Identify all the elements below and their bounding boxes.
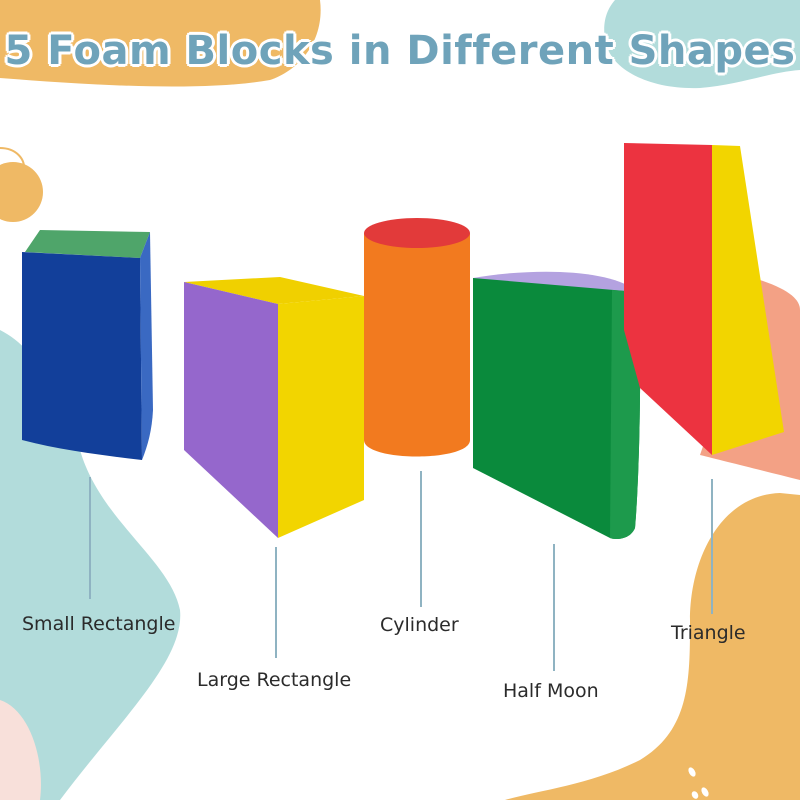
orange-ring-arc [0, 147, 26, 173]
orange-dot-left [0, 162, 43, 222]
leader-line-small-rectangle [89, 477, 91, 599]
pink-blob-bottom-left [0, 700, 41, 800]
label-cylinder: Cylinder [380, 614, 459, 636]
leader-line-triangle [711, 479, 713, 614]
page-title: 5 Foam Blocks in Different Shapes [4, 28, 796, 74]
triangle-block [624, 143, 784, 455]
teal-blob-top-right [604, 0, 800, 89]
half-moon-block [473, 271, 641, 539]
large-rectangle-block [184, 277, 364, 538]
small-rectangle-block [22, 230, 153, 460]
leader-line-cylinder [420, 471, 422, 607]
orange-blob-bottom-right [505, 493, 800, 800]
leader-line-large-rectangle [275, 547, 277, 658]
leader-line-half-moon [553, 544, 555, 671]
cylinder-block [364, 218, 470, 457]
label-large-rectangle: Large Rectangle [197, 669, 352, 691]
label-triangle: Triangle [671, 622, 746, 644]
label-half-moon: Half Moon [503, 680, 599, 702]
label-small-rectangle: Small Rectangle [22, 613, 176, 635]
orange-blob-top-left [0, 0, 321, 87]
